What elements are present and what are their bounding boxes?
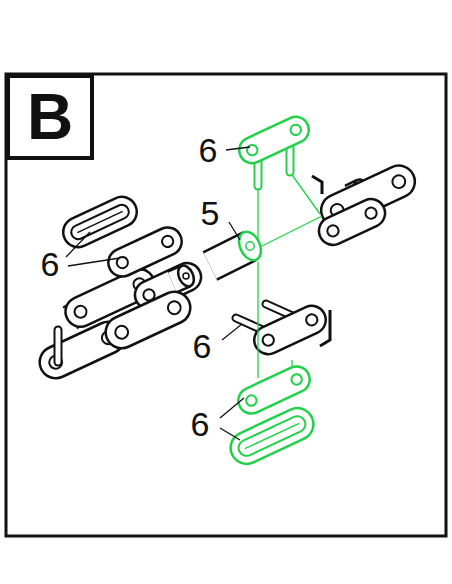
- leader-line: [222, 324, 242, 340]
- plate-hole: [289, 123, 303, 137]
- plate-hole: [245, 143, 259, 157]
- panel-letter: B: [27, 85, 73, 149]
- roller-bore: [183, 273, 189, 279]
- spring-clip: [225, 403, 318, 469]
- leader-line: [220, 428, 240, 440]
- link-plate: [235, 113, 313, 168]
- clip-slot: [69, 203, 131, 242]
- plate-hole: [364, 206, 379, 221]
- guide-line: [257, 262, 258, 378]
- plate-hole: [73, 304, 89, 320]
- guide-line: [257, 186, 258, 240]
- link-plate: [314, 195, 389, 250]
- plate-hole: [304, 312, 319, 327]
- plate-hole: [115, 255, 130, 270]
- leader-line: [226, 147, 250, 150]
- clip-slot: [236, 414, 308, 459]
- leader-lines: [66, 147, 250, 440]
- plate-hole: [113, 324, 130, 341]
- leader-line: [220, 398, 244, 418]
- callout-number: 6: [190, 407, 211, 441]
- plate-outline: [225, 403, 318, 469]
- outer-frame: [6, 74, 446, 536]
- roller-end: [235, 228, 265, 263]
- plate-outline: [235, 113, 313, 168]
- plate-outline: [100, 286, 195, 353]
- callout-number: 6: [192, 329, 213, 363]
- link-plate: [250, 301, 331, 358]
- plate-hole: [326, 223, 341, 238]
- plate-hole: [244, 394, 258, 408]
- plate-outline: [104, 223, 187, 281]
- guide-line: [262, 216, 322, 246]
- plate-outline: [314, 195, 389, 250]
- bracket: [320, 310, 330, 346]
- chain-parts: [34, 113, 420, 470]
- plate-outline: [250, 301, 331, 358]
- roller-bore: [246, 242, 254, 250]
- leader-line: [66, 232, 90, 257]
- plate-hole: [166, 299, 183, 316]
- plate-hole: [390, 173, 407, 190]
- leader-line: [229, 222, 240, 240]
- clip-slot-line: [77, 211, 122, 232]
- plate-hole: [261, 333, 276, 348]
- callout-number: 6: [40, 247, 61, 281]
- bracket: [312, 176, 322, 194]
- roller: [210, 228, 265, 266]
- panel-letter-box: B: [6, 74, 94, 160]
- link-plate: [100, 286, 195, 353]
- leader-line: [68, 258, 120, 266]
- plate-hole: [290, 373, 304, 387]
- link-plate: [104, 223, 187, 281]
- clip-slot-line: [245, 423, 299, 448]
- roller: [172, 263, 197, 289]
- pin-fill: [56, 330, 61, 362]
- callout-number: 6: [198, 133, 219, 167]
- roller-end: [175, 263, 197, 289]
- pin: [58, 330, 59, 362]
- pin-outline: [54, 330, 63, 362]
- callout-number: 5: [200, 196, 221, 230]
- plate-hole: [160, 234, 175, 249]
